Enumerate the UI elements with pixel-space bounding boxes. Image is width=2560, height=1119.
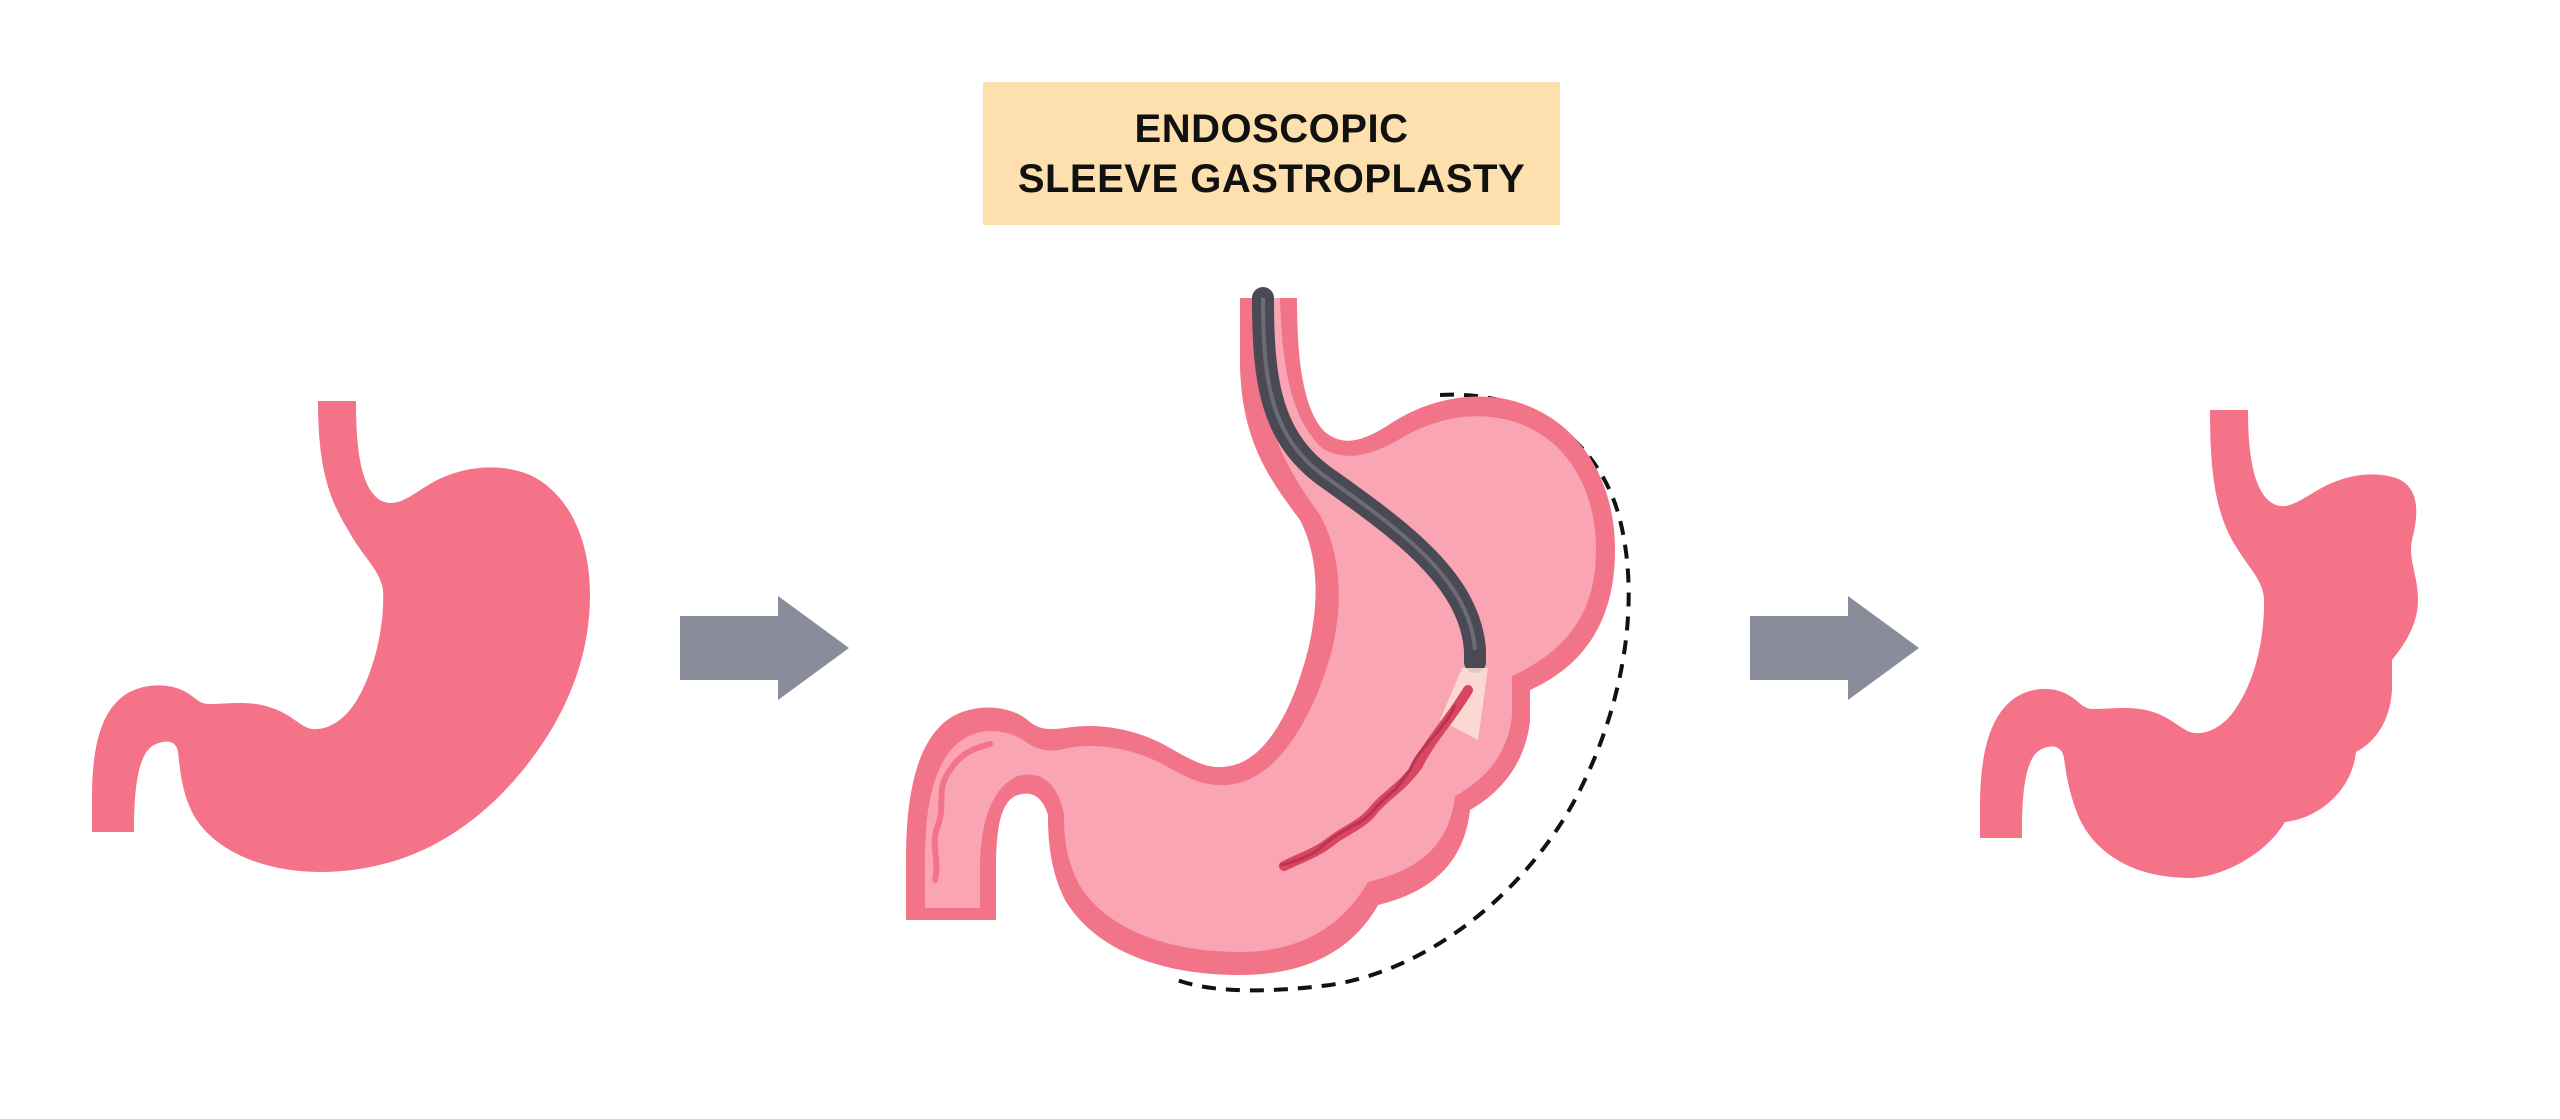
stomach-before-icon <box>92 401 590 872</box>
suture-stitches <box>1279 704 1457 867</box>
arrow-right-shape <box>680 596 849 700</box>
duodenum-folds <box>931 741 993 883</box>
arrow-right-shape-2 <box>1750 596 1919 700</box>
endoscope-highlight <box>1261 297 1477 651</box>
stomach-before-shape <box>92 401 590 872</box>
stomach-procedure-icon <box>906 287 1631 993</box>
title-box: ENDOSCOPIC SLEEVE GASTROPLASTY <box>983 82 1560 225</box>
title-line-2: SLEEVE GASTROPLASTY <box>1017 156 1526 201</box>
dashed-original-outline <box>1171 392 1631 993</box>
sleeved-stomach-icon <box>1980 410 2418 878</box>
title-line-1: ENDOSCOPIC <box>1134 106 1409 151</box>
arrow-right-icon <box>680 596 849 700</box>
arrow-right-icon-2 <box>1750 596 1919 700</box>
stomach-lining <box>925 298 1596 952</box>
sleeved-stomach-shape <box>1980 410 2418 878</box>
